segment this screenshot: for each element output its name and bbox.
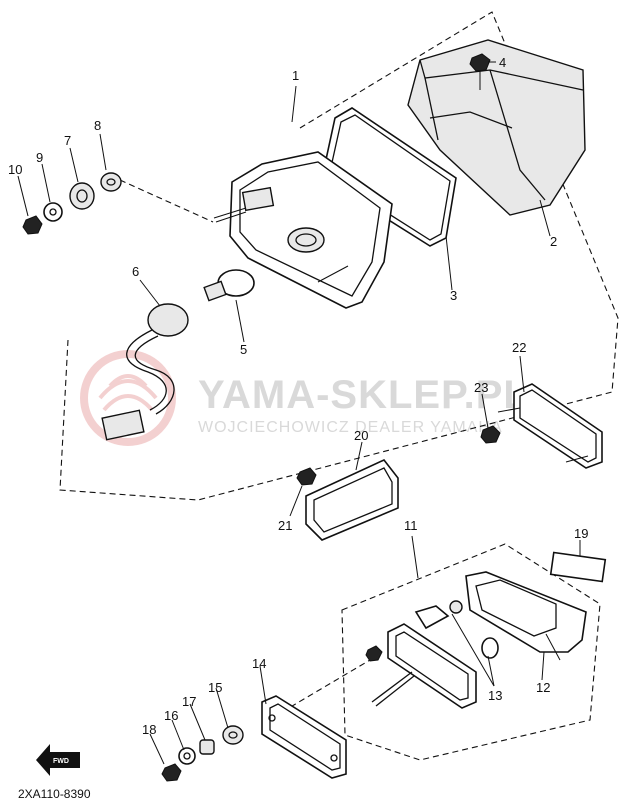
assembly-outline-upper (59, 11, 619, 501)
part-label-7: 7 (64, 133, 71, 148)
part-label-8: 8 (94, 118, 101, 133)
part-label-3: 3 (450, 288, 457, 303)
screw-4 (469, 53, 491, 90)
socket-cord-6 (101, 303, 189, 441)
bulb-5 (203, 269, 255, 302)
part-label-18: 18 (142, 722, 156, 737)
plate-gasket-14 (261, 695, 347, 779)
nut-18 (161, 763, 182, 782)
assembly-outline-lower (341, 543, 601, 761)
bulb-socket-13 (414, 600, 499, 659)
spacer-17 (199, 739, 215, 755)
part-label-6: 6 (132, 264, 139, 279)
reflector-22 (497, 383, 603, 469)
part-label-13: 13 (488, 688, 502, 703)
grommet-7 (69, 182, 95, 210)
part-label-11: 11 (404, 518, 418, 533)
watermark-subtitle: WOJCIECHOWICZ DEALER YAMAHA (198, 419, 503, 436)
part-label-23: 23 (474, 380, 488, 395)
washer-9 (43, 202, 63, 222)
forward-arrow-icon: FWD (36, 744, 80, 776)
watermark: YAMA-SKLEP.PL WOJCIECHOWICZ DEALER YAMAH… (80, 350, 529, 446)
part-label-19: 19 (574, 526, 588, 541)
assembly-leader-8 (119, 179, 214, 223)
part-labels: 1 2 3 4 5 6 7 8 9 10 11 12 13 14 15 16 1… (8, 55, 588, 737)
watermark-brand: YAMA-SKLEP.PL (198, 373, 529, 417)
part-label-15: 15 (208, 680, 222, 695)
reflector-20 (305, 459, 399, 541)
part-label-2: 2 (550, 234, 557, 249)
part-label-16: 16 (164, 708, 178, 723)
forward-arrow-label: FWD (53, 758, 69, 765)
license-light-12 (465, 571, 587, 661)
washer-16 (178, 747, 196, 765)
part-label-4: 4 (499, 55, 506, 70)
part-label-20: 20 (354, 428, 368, 443)
license-bracket-11 (365, 623, 477, 709)
drawing-code: 2XA110-8390 (18, 787, 91, 801)
part-label-10: 10 (8, 162, 22, 177)
collar-15 (222, 725, 244, 745)
part-label-5: 5 (240, 342, 247, 357)
part-label-21: 21 (278, 518, 292, 533)
nut-10 (22, 215, 43, 235)
taillight-base (213, 151, 393, 309)
part-label-12: 12 (536, 680, 550, 695)
tail-lens-housing (407, 39, 586, 216)
part-label-1: 1 (292, 68, 299, 83)
part-label-9: 9 (36, 150, 43, 165)
assembly-leader-14 (281, 659, 371, 713)
part-label-14: 14 (252, 656, 266, 671)
leader-lines (17, 61, 581, 765)
nut-23 (480, 425, 501, 444)
part-label-22: 22 (512, 340, 526, 355)
decal-19 (549, 551, 607, 583)
collar-8 (100, 172, 122, 192)
nut-21 (296, 467, 317, 486)
part-label-17: 17 (182, 694, 196, 709)
